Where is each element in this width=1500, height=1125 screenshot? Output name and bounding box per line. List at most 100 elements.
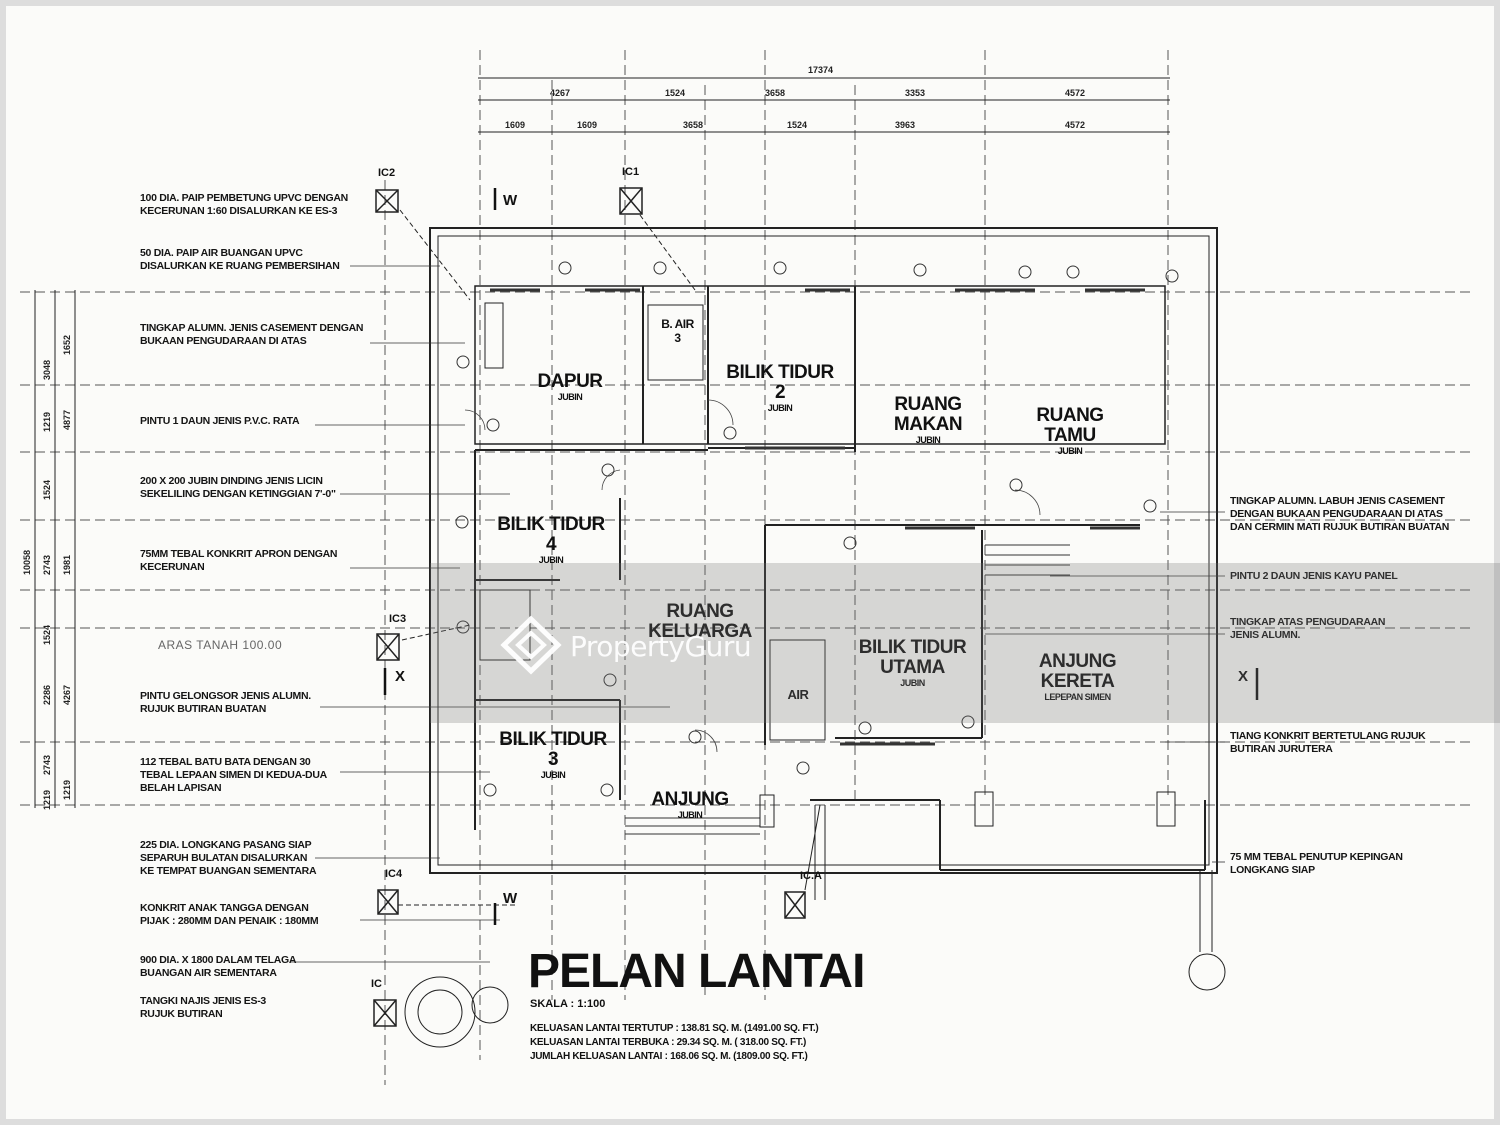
propertyguru-logo-icon xyxy=(500,615,562,675)
note-waste-pipe: 50 DIA. PAIP AIR BUANGAN UPVC DISALURKAN… xyxy=(140,247,340,272)
symbol-circles xyxy=(455,261,1179,797)
dim-left1-a: 3048 xyxy=(42,359,52,380)
room-name: ANJUNG xyxy=(651,789,729,810)
dim-left1-c: 1524 xyxy=(42,479,52,500)
room-ruang-keluarga: RUANG KELUARGA xyxy=(640,582,760,642)
dim-top2-b: 1609 xyxy=(577,120,598,130)
room-bilik-tidur-2: BILIK TIDUR 2 JUBIN xyxy=(725,343,835,434)
note-brick-wall: 112 TEBAL BATU BATA DENGAN 30 TEBAL LEPA… xyxy=(140,756,327,794)
dim-top1-a: 4267 xyxy=(550,88,571,98)
section-x-left: X xyxy=(395,668,406,685)
note-sewer-pipe: 100 DIA. PAIP PEMBETUNG UPVC DENGAN KECE… xyxy=(140,192,348,217)
room-finish: JUBIN xyxy=(900,678,925,688)
dim-top2-d: 1524 xyxy=(787,120,808,130)
dim-left-overall: 10058 xyxy=(22,549,32,575)
left-dimension-lines xyxy=(34,290,76,808)
leader-lines xyxy=(290,265,1225,963)
grid-lines-horizontal xyxy=(20,291,1470,806)
dim-left1-d: 2743 xyxy=(42,554,52,575)
note-casement-window-right: TINGKAP ALUMN. LABUH JENIS CASEMENT DENG… xyxy=(1230,495,1450,533)
room-finish: JUBIN xyxy=(915,435,941,445)
tag-ic4: IC4 xyxy=(385,868,403,880)
room-name: BILIK TIDUR 4 xyxy=(497,514,605,555)
room-finish: JUBIN xyxy=(540,770,566,780)
area-summary: KELUASAN LANTAI TERTUTUP : 138.81 SQ. M.… xyxy=(530,1022,819,1064)
tag-ic1: IC1 xyxy=(622,166,640,178)
room-ruang-tamu: RUANG TAMU JUBIN xyxy=(1020,386,1120,477)
columns xyxy=(759,791,1176,828)
section-x-right: X xyxy=(1238,668,1249,685)
dim-top2-a: 1609 xyxy=(505,120,526,130)
dim-top2-c: 3658 xyxy=(683,120,704,130)
note-soakaway: 900 DIA. X 1800 DALAM TELAGA BUANGAN AIR… xyxy=(140,954,297,979)
note-concrete-steps: KONKRIT ANAK TANGGA DENGAN PIJAK : 280MM… xyxy=(140,902,319,927)
dim-left2-e: 1219 xyxy=(62,779,72,800)
room-name: RUANG KELUARGA xyxy=(648,601,752,642)
room-name: BILIK TIDUR UTAMA xyxy=(858,637,967,678)
dim-top1-c: 3658 xyxy=(765,88,786,98)
dim-left1-f: 2286 xyxy=(42,684,52,705)
dim-left2-b: 4877 xyxy=(62,409,72,430)
stair-lines xyxy=(625,544,1070,835)
room-name: RUANG MAKAN xyxy=(893,394,963,435)
watermark: PropertyGuru xyxy=(500,615,752,677)
room-finish: JUBIN xyxy=(557,392,583,402)
room-dapur: DAPUR JUBIN xyxy=(520,352,620,423)
bathroom-fixtures xyxy=(479,302,826,741)
area-total: JUMLAH KELUASAN LANTAI : 168.06 SQ. M. (… xyxy=(530,1051,808,1062)
tag-ic: IC xyxy=(371,978,382,990)
room-finish: JUBIN xyxy=(1057,446,1083,456)
room-bilik-air: AIR xyxy=(778,665,818,705)
ground-level-label: ARAS TANAH 100.00 xyxy=(158,638,283,652)
room-name: DAPUR xyxy=(537,371,603,392)
drain-pipes xyxy=(398,209,1226,1048)
room-anjung: ANJUNG JUBIN xyxy=(645,770,735,841)
area-enclosed: KELUASAN LANTAI TERTUTUP : 138.81 SQ. M.… xyxy=(530,1023,819,1034)
dim-top1-b: 1524 xyxy=(665,88,686,98)
room-ruang-makan: RUANG MAKAN JUBIN xyxy=(878,375,978,466)
room-name: BILIK TIDUR 3 xyxy=(499,729,607,770)
section-w-top: W xyxy=(503,192,518,209)
room-name: B. AIR 3 xyxy=(661,317,694,345)
room-name: RUANG TAMU xyxy=(1036,405,1104,446)
note-sliding-door: PINTU GELONGSOR JENIS ALUMN. RUJUK BUTIR… xyxy=(140,690,311,715)
drawing-title: PELAN LANTAI xyxy=(528,945,865,998)
interior-walls xyxy=(474,285,1206,871)
section-w-bottom: W xyxy=(503,890,518,907)
room-bilik-tidur-3: BILIK TIDUR 3 JUBIN xyxy=(498,710,608,801)
room-name: AIR xyxy=(787,687,809,702)
tag-ic-a: IC.A xyxy=(800,870,822,882)
dim-top2-e: 3963 xyxy=(895,120,916,130)
dim-left1-g: 2743 xyxy=(42,754,52,775)
note-concrete-apron: 75MM TEBAL KONKRIT APRON DENGAN KECERUNA… xyxy=(140,548,338,573)
outer-walls xyxy=(429,227,1218,874)
dim-top1-d: 3353 xyxy=(905,88,926,98)
room-bilik-air-3: B. AIR 3 xyxy=(650,303,705,345)
area-open: KELUASAN LANTAI TERBUKA : 29.34 SQ. M. (… xyxy=(530,1037,807,1048)
section-markers xyxy=(383,188,1259,925)
note-panel-door: PINTU 2 DAUN JENIS KAYU PANEL xyxy=(1230,570,1398,582)
note-wall-tiles: 200 x 200 JUBIN DINDING JENIS LICIN SEKE… xyxy=(140,475,336,500)
note-drain: 225 DIA. LONGKANG PASANG SIAP SEPARUH BU… xyxy=(140,839,317,877)
dim-left2-c: 1981 xyxy=(62,554,72,575)
top-dimension-lines xyxy=(478,77,1170,133)
note-casement-window: TINGKAP ALUMN. JENIS CASEMENT DENGAN BUK… xyxy=(140,322,364,347)
dim-left2-d: 4267 xyxy=(62,684,72,705)
drawing-scale: SKALA : 1:100 xyxy=(530,998,606,1010)
note-drain-cover: 75 MM TEBAL PENUTUP KEPINGAN LONGKANG SI… xyxy=(1230,851,1403,876)
room-finish: LEPEPAN SIMEN xyxy=(1044,692,1111,702)
tag-ic2: IC2 xyxy=(378,167,396,179)
inspection-chambers xyxy=(373,187,806,1027)
dim-overall: 17374 xyxy=(808,65,834,75)
room-name: BILIK TIDUR 2 xyxy=(726,362,834,403)
note-pvc-door: PINTU 1 DAUN JENIS P.V.C. RATA xyxy=(140,415,300,427)
room-anjung-kereta: ANJUNG KERETA LEPEPAN SIMEN xyxy=(1020,632,1135,723)
room-bilik-tidur-4: BILIK TIDUR 4 JUBIN xyxy=(496,495,606,586)
dim-left1-b: 1219 xyxy=(42,411,52,432)
note-rc-column: TIANG KONKRIT BERTETULANG RUJUK BUTIRAN … xyxy=(1230,730,1426,755)
note-vent-window: TINGKAP ATAS PENGUDARAAN JENIS ALUMN. xyxy=(1230,616,1386,641)
dim-top2-f: 4572 xyxy=(1065,120,1086,130)
room-name: ANJUNG KERETA xyxy=(1038,651,1117,692)
room-bilik-tidur-utama: BILIK TIDUR UTAMA JUBIN xyxy=(855,618,970,709)
room-finish: JUBIN xyxy=(677,810,703,820)
